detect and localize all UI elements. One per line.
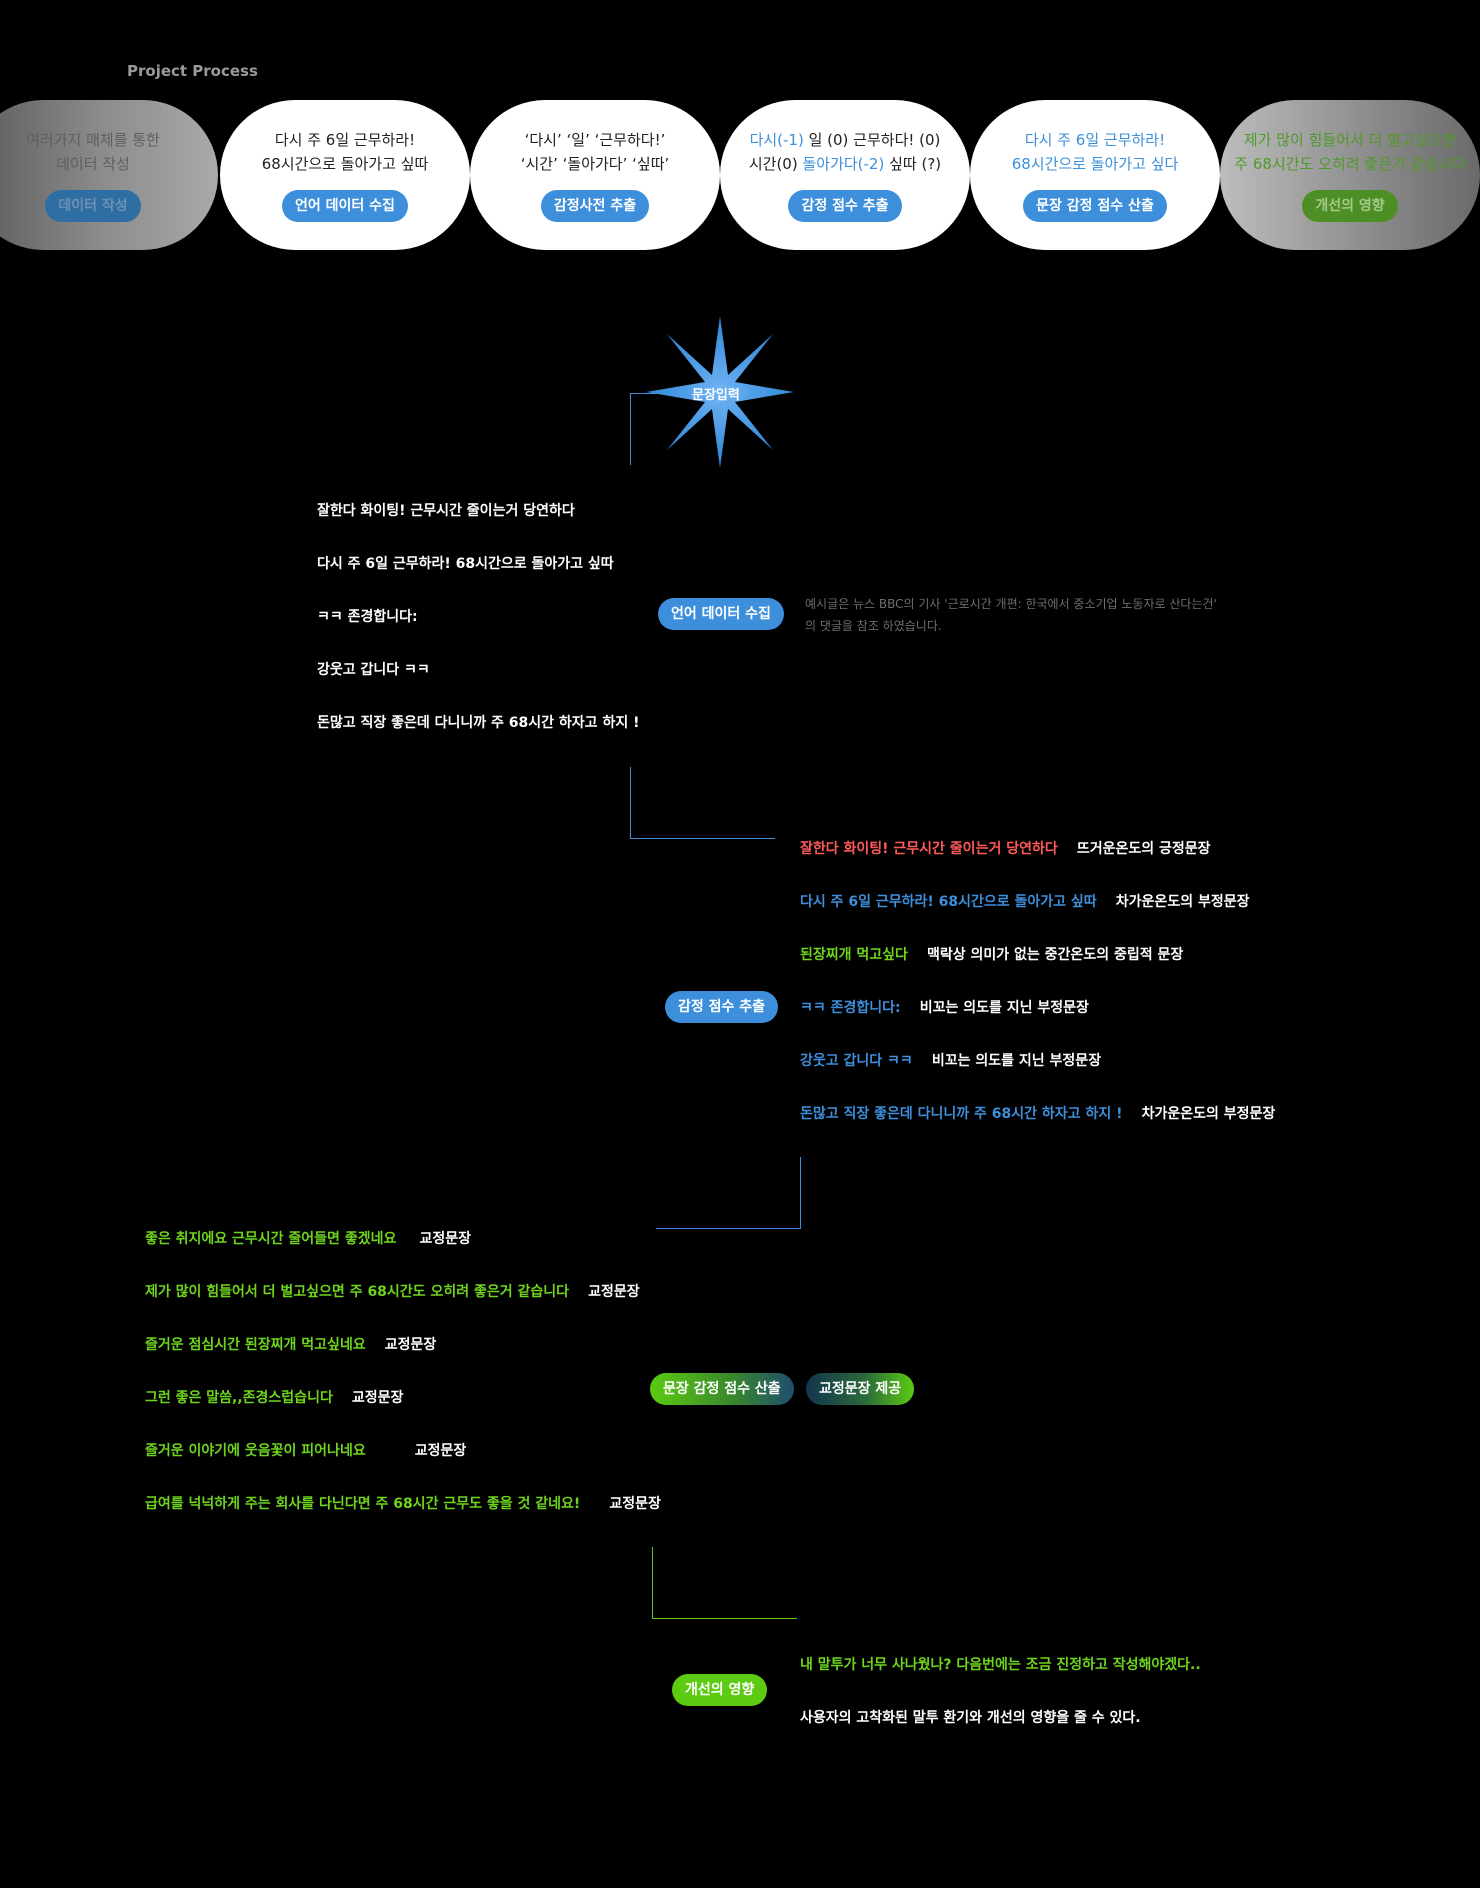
scored-row: 잘한다 화이팅! 근무시간 줄이는거 당연하다 뜨거운온도의 긍정문장 <box>800 838 1211 858</box>
corrected-row: 급여를 넉넉하게 주는 회사를 다닌다면 주 68시간 근무도 좋을 것 같네요… <box>145 1493 661 1513</box>
connector-line <box>652 1618 797 1619</box>
process-card-improvement: 제가 많이 힘들어서 더 벌고싶으면 주 68시간도 오히려 좋은거 같습니다 … <box>1220 100 1480 250</box>
input-sentence: 잘한다 화이팅! 근무시간 줄이는거 당연하다 <box>317 503 575 519</box>
process-card-text: 다시 주 6일 근무하라! <box>274 131 416 149</box>
score-token: 시간(0) <box>748 155 803 173</box>
corrected-sentence: 좋은 취지에요 근무시간 줄어들면 좋겠네요 <box>145 1231 397 1247</box>
corrected-row: 제가 많이 힘들어서 더 벌고싶으면 주 68시간도 오히려 좋은거 같습니다 … <box>145 1281 640 1301</box>
connector-line <box>652 1547 653 1618</box>
score-token: 싶따 (?) <box>884 155 942 173</box>
scored-label: 비꼬는 의도를 지닌 부정문장 <box>919 1000 1089 1016</box>
scored-sentence: 잘한다 화이팅! 근무시간 줄이는거 당연하다 <box>800 841 1058 857</box>
corrected-sentence: 즐거운 점심시간 된장찌개 먹고싶네요 <box>145 1337 366 1353</box>
page-title: Project Process <box>127 62 258 80</box>
process-card-emotion-dictionary: ‘다시’ ‘일’ ‘근무하다!’ ‘시간’ ‘돌아가다’ ‘싶따’ 감정사전 추… <box>470 100 720 250</box>
process-card-text: ‘다시’ ‘일’ ‘근무하다!’ <box>524 131 666 149</box>
scored-label: 차가운온도의 부정문장 <box>1141 1106 1276 1122</box>
corrected-sentence: 제가 많이 힘들어서 더 벌고싶으면 주 68시간도 오히려 좋은거 같습니다 <box>145 1284 569 1300</box>
corrected-sentence-node[interactable]: 교정문장 제공 <box>806 1373 915 1405</box>
improvement-button[interactable]: 개선의 영향 <box>1302 190 1398 222</box>
connector-line <box>800 1157 801 1228</box>
process-card-text: 제가 많이 힘들어서 더 벌고싶으면 <box>1243 131 1457 149</box>
sentence-score-node[interactable]: 문장 감정 점수 산출 <box>650 1373 794 1405</box>
process-card-text: 주 68시간도 오히려 좋은거 같습니다 <box>1234 155 1466 173</box>
corrected-sentence: 그런 좋은 말씀,,존경스럽습니다 <box>145 1390 333 1406</box>
corrected-row: 즐거운 점심시간 된장찌개 먹고싶네요 교정문장 <box>145 1334 436 1354</box>
process-card-text: 데이터 작성 <box>56 155 130 173</box>
language-data-collection-button[interactable]: 언어 데이터 수집 <box>282 190 408 222</box>
conclusion-text: 사용자의 고착화된 말투 환기와 개선의 영향을 줄 수 있다. <box>800 1710 1141 1726</box>
corrected-row: 그런 좋은 말씀,,존경스럽습니다 교정문장 <box>145 1387 403 1407</box>
sentence-score-button[interactable]: 문장 감정 점수 산출 <box>1023 190 1167 222</box>
star-label: 문장입력 <box>692 388 740 403</box>
scored-row: 된장찌개 먹고싶다 맥락상 의미가 없는 중간온도의 중립적 문장 <box>800 944 1183 964</box>
scored-row: 다시 주 6일 근무하라! 68시간으로 돌아가고 싶따 차가운온도의 부정문장 <box>800 891 1249 911</box>
corrected-row: 즐거운 이야기에 웃음꽃이 피어나네요 교정문장 <box>145 1440 466 1460</box>
improvement-node[interactable]: 개선의 영향 <box>672 1674 768 1706</box>
connector-line <box>630 393 631 465</box>
scored-row: 강웃고 갑니다 ㅋㅋ 비꼬는 의도를 지닌 부정문장 <box>800 1050 1101 1070</box>
process-card-text: 68시간으로 돌아가고 싶다 <box>1011 155 1179 173</box>
emotion-score-node[interactable]: 감정 점수 추출 <box>665 991 779 1023</box>
process-card-text: 68시간으로 돌아가고 싶따 <box>261 155 429 173</box>
process-card-sentence-score: 다시 주 6일 근무하라! 68시간으로 돌아가고 싶다 문장 감정 점수 산출 <box>970 100 1220 250</box>
corrected-sentence: 즐거운 이야기에 웃음꽃이 피어나네요 <box>145 1443 366 1459</box>
scored-label: 차가운온도의 부정문장 <box>1115 894 1250 910</box>
input-sentence: ㅋㅋ 존경합니다: <box>317 609 418 625</box>
corrected-label: 교정문장 <box>351 1390 404 1406</box>
corrected-label: 교정문장 <box>588 1284 640 1300</box>
emotion-score-button[interactable]: 감정 점수 추출 <box>788 190 902 222</box>
score-token: 돌아가다(-2) <box>802 155 885 173</box>
language-data-collection-node[interactable]: 언어 데이터 수집 <box>658 598 784 630</box>
connector-line <box>656 1228 801 1229</box>
data-creation-button[interactable]: 데이터 작성 <box>45 190 141 222</box>
reflection-text: 내 말투가 너무 사나웠나? 다음번에는 조금 진정하고 작성해야겠다.. <box>800 1657 1201 1673</box>
emotion-dictionary-button[interactable]: 감정사전 추출 <box>540 190 650 222</box>
corrected-row: 좋은 취지에요 근무시간 줄어들면 좋겠네요 교정문장 <box>145 1228 471 1248</box>
corrected-label: 교정문장 <box>609 1496 661 1512</box>
input-sentence: 돈많고 직장 좋은데 다니니까 주 68시간 하자고 하지 ! <box>317 715 640 731</box>
source-note: 의 댓글을 참조 하였습니다. <box>805 619 942 633</box>
score-token: 다시(-1) <box>749 131 804 149</box>
corrected-label: 교정문장 <box>419 1231 471 1247</box>
input-sentence: 다시 주 6일 근무하라! 68시간으로 돌아가고 싶따 <box>317 556 614 572</box>
connector-line <box>630 393 664 394</box>
scored-row: ㅋㅋ 존경합니다: 비꼬는 의도를 지닌 부정문장 <box>800 997 1089 1017</box>
scored-sentence: 돈많고 직장 좋은데 다니니까 주 68시간 하자고 하지 ! <box>800 1106 1123 1122</box>
process-card-text: 여러가지 매체를 통한 <box>26 131 160 149</box>
corrected-sentence: 급여를 넉넉하게 주는 회사를 다닌다면 주 68시간 근무도 좋을 것 같네요… <box>145 1496 581 1512</box>
process-card-text: 다시(-1) 일 (0) 근무하다! (0) <box>750 128 941 152</box>
source-note: 예시글은 뉴스 BBC의 기사 '근로시간 개편: 한국에서 중소기업 노동자로… <box>805 597 1217 611</box>
scored-sentence: 강웃고 갑니다 ㅋㅋ <box>800 1053 913 1069</box>
process-card-text: ‘시간’ ‘돌아가다’ ‘싶따’ <box>520 155 670 173</box>
scored-sentence: 다시 주 6일 근무하라! 68시간으로 돌아가고 싶따 <box>800 894 1097 910</box>
connector-line <box>630 838 775 839</box>
process-card-language-data: 다시 주 6일 근무하라! 68시간으로 돌아가고 싶따 언어 데이터 수집 <box>220 100 470 250</box>
scored-sentence: 된장찌개 먹고싶다 <box>800 947 908 963</box>
process-card-text: 다시 주 6일 근무하라! <box>1024 131 1166 149</box>
process-card-emotion-score: 다시(-1) 일 (0) 근무하다! (0) 시간(0) 돌아가다(-2) 싶따… <box>720 100 970 250</box>
connector-line <box>630 767 631 838</box>
score-token: 일 (0) 근무하다! (0) <box>803 131 941 149</box>
scored-label: 맥락상 의미가 없는 중간온도의 중립적 문장 <box>927 947 1184 963</box>
corrected-label: 교정문장 <box>414 1443 467 1459</box>
star-icon <box>646 316 794 468</box>
corrected-label: 교정문장 <box>384 1337 437 1353</box>
scored-sentence: ㅋㅋ 존경합니다: <box>800 1000 901 1016</box>
input-sentence: 강웃고 갑니다 ㅋㅋ <box>317 662 430 678</box>
process-card-data-creation: 여러가지 매체를 통한 데이터 작성 데이터 작성 <box>0 100 218 250</box>
scored-label: 비꼬는 의도를 지닌 부정문장 <box>931 1053 1102 1069</box>
process-card-text: 시간(0) 돌아가다(-2) 싶따 (?) <box>749 152 941 176</box>
scored-row: 돈많고 직장 좋은데 다니니까 주 68시간 하자고 하지 ! 차가운온도의 부… <box>800 1103 1275 1123</box>
scored-label: 뜨거운온도의 긍정문장 <box>1076 841 1211 857</box>
